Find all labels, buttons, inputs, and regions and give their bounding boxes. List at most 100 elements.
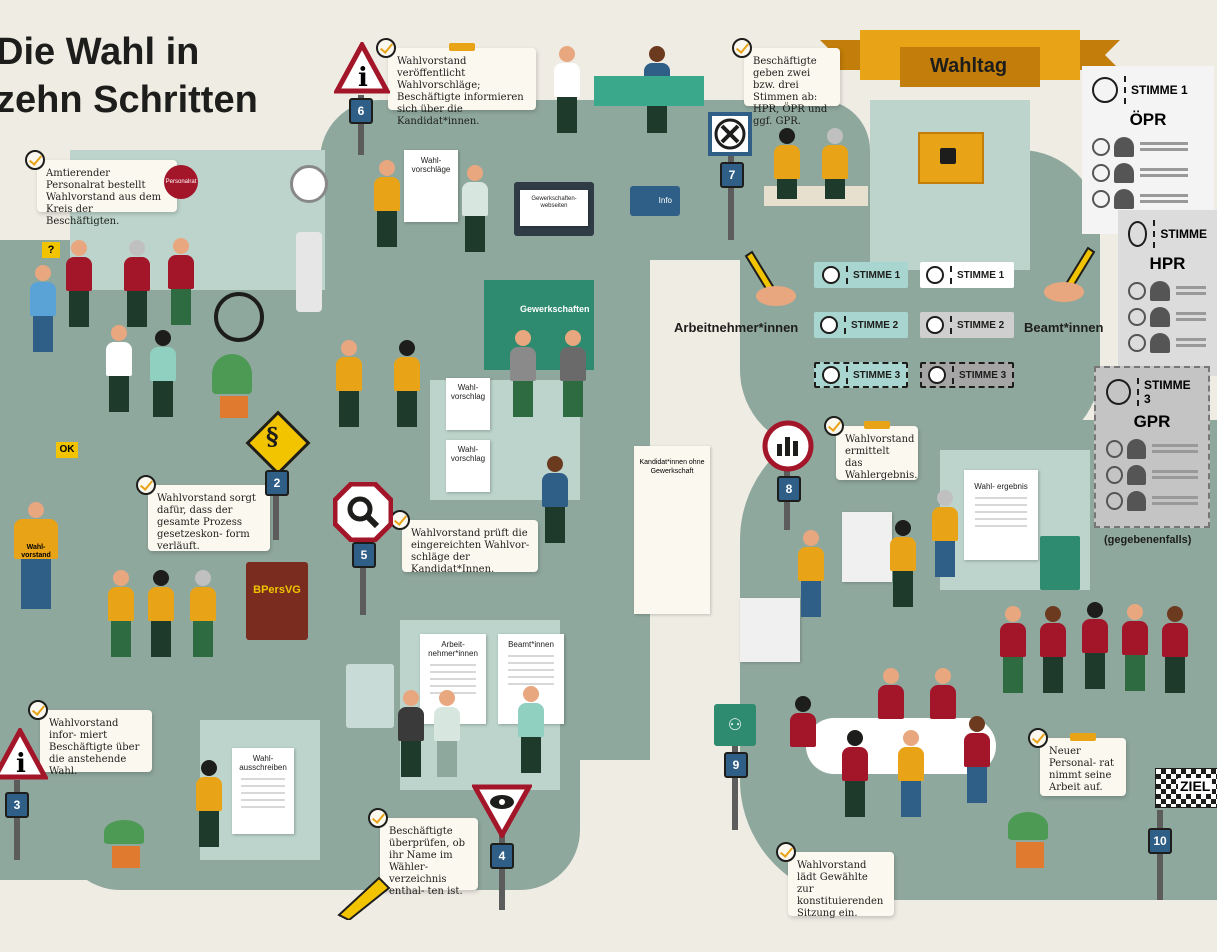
person: [798, 530, 824, 617]
person: [898, 730, 924, 817]
pencil-hand-left-icon: [744, 250, 796, 306]
check-icon: [376, 38, 396, 58]
step-number-2: 2: [265, 470, 289, 496]
info-sign-icon: i: [334, 42, 390, 94]
step7-card: Beschäftigte geben zwei bzw. drei Stimme…: [732, 38, 840, 127]
question-bubble: ?: [42, 242, 60, 258]
person: [1122, 604, 1148, 691]
info-bubble: Info: [630, 186, 680, 216]
step-number-5: 5: [352, 542, 376, 568]
person: [1040, 606, 1066, 693]
person: [106, 325, 132, 412]
filing-cabinet-icon: [1040, 536, 1080, 590]
person: [196, 760, 222, 847]
person: [394, 340, 420, 427]
step-number-8: 8: [777, 476, 801, 502]
step7-text: Beschäftigte geben zwei bzw. drei Stimme…: [753, 56, 828, 127]
ballot-stack-icon: [740, 598, 800, 662]
person: [434, 690, 460, 777]
step2-text: Wahlvorstand sorgt dafür, dass der gesam…: [157, 493, 256, 552]
desk-icon: [594, 76, 704, 106]
vote-slip-right-1: STIMME 1: [920, 262, 1014, 288]
step6-card: Wahlvorstand veröffentlicht Wahlvorschlä…: [376, 38, 536, 127]
plant-icon: [104, 820, 148, 870]
person: [878, 668, 904, 719]
step9-text: Wahlvorstand lädt Gewählte zur konstitui…: [797, 860, 884, 919]
svg-text:i: i: [16, 749, 26, 779]
check-icon: [824, 416, 844, 436]
person: [150, 330, 176, 417]
ohne-gewerkschaft-label: Kandidat*innen ohne Gewerkschaft: [639, 459, 705, 475]
vote-slip-right-2: STIMME 2: [920, 312, 1014, 338]
personalrat-badge: Personalrat: [164, 165, 198, 199]
ballot-stack-icon: [842, 512, 892, 582]
ballot-gpr: STIMME 3 GPR: [1094, 366, 1210, 528]
beamt-label: Beamt*innen: [1024, 320, 1104, 335]
title-line-2: zehn Schritten: [0, 79, 258, 121]
check-icon: [28, 700, 48, 720]
person: [542, 456, 568, 543]
person: [148, 570, 174, 657]
magnifier-sign-icon: [333, 482, 393, 542]
wahltag-label: Wahltag: [930, 55, 1008, 77]
person: [336, 340, 362, 427]
book-label: BPersVG: [253, 584, 301, 596]
wahlergebnis-paper: Wahl- ergebnis: [964, 470, 1038, 560]
step4-card: Beschäftigte überprüfen, ob ihr Name im …: [368, 808, 478, 897]
person: [398, 690, 424, 777]
check-icon: [390, 510, 410, 530]
ballot-note: (gegebenenfalls): [1104, 534, 1192, 546]
person: [30, 265, 56, 352]
person: [822, 128, 848, 199]
check-icon: [25, 150, 45, 170]
person: [930, 668, 956, 719]
wahlausschreiben-poster: Wahl- ausschreiben: [232, 748, 294, 834]
person: [842, 730, 868, 817]
ohne-gewerkschaft-panel: Kandidat*innen ohne Gewerkschaft: [634, 446, 710, 614]
step5-text: Wahlvorstand prüft die eingereichten Wah…: [411, 528, 530, 575]
person: [108, 570, 134, 657]
step1-card: Amtierender Personalrat bestellt Wahlvor…: [25, 150, 177, 227]
step1-text: Amtierender Personalrat bestellt Wahlvor…: [46, 168, 162, 227]
eye-sign-icon: [472, 784, 532, 838]
wahlvorschlaege-paper: Wahl- vorschläge: [404, 150, 458, 222]
wahlvorschlag-paper-1: Wahl- vorschlag: [446, 378, 490, 430]
pencil-hand-right-icon: [1044, 246, 1096, 302]
step-number-6: 6: [349, 98, 373, 124]
step-number-7: 7: [720, 162, 744, 188]
svg-text:i: i: [358, 63, 368, 93]
shirt-label: Wahl- vorstand: [21, 544, 51, 559]
step8-text: Wahlvorstand ermittelt das Wahlergebnis.: [845, 434, 918, 481]
bar-chart-sign-icon: [762, 420, 814, 472]
lock-icon: [940, 148, 956, 164]
step4-text: Beschäftigte überprüfen, ob ihr Name im …: [389, 826, 466, 897]
vote-slip-right-3: STIMME 3: [920, 362, 1014, 388]
page-title: Die Wahl in zehn Schritten: [0, 28, 258, 124]
check-icon: [1028, 728, 1048, 748]
plant-icon: [1008, 812, 1052, 870]
vote-slip-left-3: STIMME 3: [814, 362, 908, 388]
step10-text: Neuer Personal- rat nimmt seine Arbeit a…: [1049, 746, 1115, 793]
gewerkschaften-label: Gewerkschaften: [520, 304, 590, 314]
wahlvorstand-person: [14, 502, 58, 609]
person: [964, 716, 990, 803]
arbeitnehmer-label: Arbeitnehmer*innen: [674, 320, 799, 335]
person: [1082, 602, 1108, 689]
copier-icon: [346, 664, 394, 728]
person: [774, 128, 800, 199]
tape: [1070, 733, 1096, 741]
step6-text: Wahlvorstand veröffentlicht Wahlvorschlä…: [397, 56, 524, 127]
ballot-cross-sign-icon: [708, 112, 752, 156]
person: [462, 165, 488, 252]
tape: [449, 43, 475, 51]
check-icon: [776, 842, 796, 862]
vote-slip-left-2: STIMME 2: [814, 312, 908, 338]
person: [510, 330, 536, 417]
plant-icon: [212, 354, 256, 420]
step3-card: Wahlvorstand infor- miert Beschäftigte ü…: [28, 700, 152, 777]
step-number-10: 10: [1148, 828, 1172, 854]
step-number-3: 3: [5, 792, 29, 818]
step8-card: Wahlvorstand ermittelt das Wahlergebnis.: [824, 416, 918, 481]
person: [554, 46, 580, 133]
step10-card: Neuer Personal- rat nimmt seine Arbeit a…: [1028, 728, 1126, 796]
